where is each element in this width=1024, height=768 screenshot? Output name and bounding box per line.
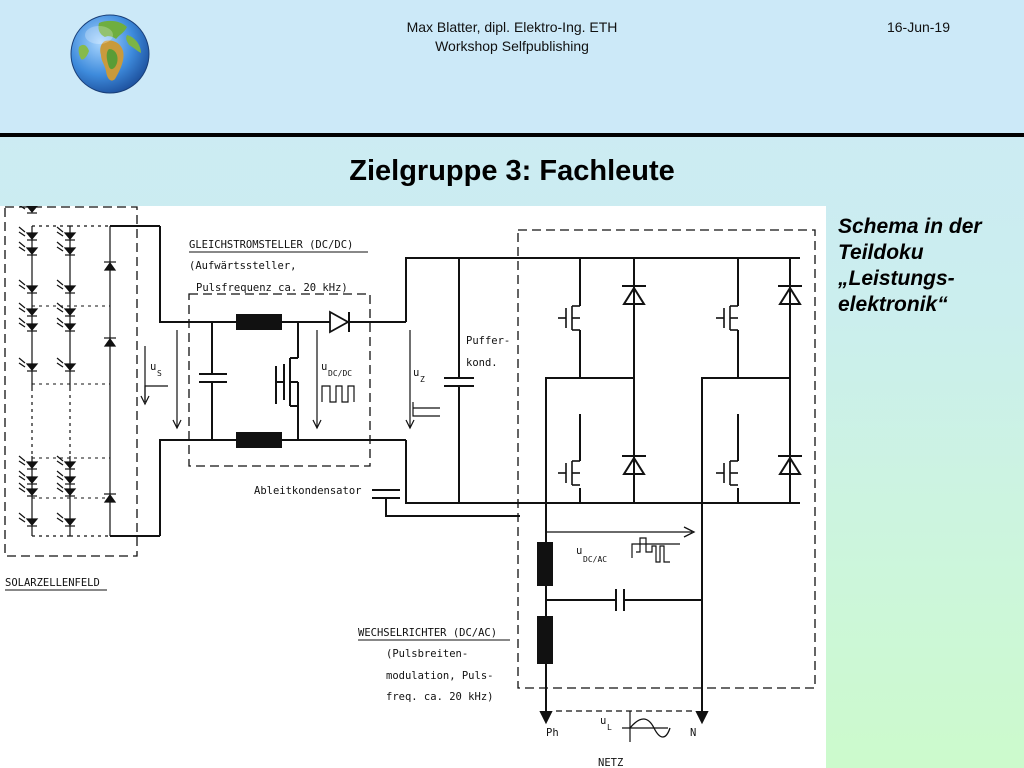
globe-icon (70, 14, 150, 94)
schematic-panel: SOLARZELLENFELD GLEICHSTROMSTELLER (DC/D… (0, 206, 826, 768)
wr-line2-label: (Pulsbreiten- (386, 648, 468, 660)
wr-line4-label: freq. ca. 20 kHz) (386, 691, 493, 703)
u-l-sub: L (607, 723, 612, 732)
puffer-label-2: kond. (466, 357, 498, 369)
mosfet-icon (558, 305, 580, 331)
ableitkondensator-label: Ableitkondensator (254, 485, 361, 497)
output-filter-group (537, 524, 709, 742)
neutral-label: N (690, 727, 696, 739)
u-z-label: u (413, 367, 419, 379)
slide-title: Zielgruppe 3: Fachleute (349, 155, 675, 187)
side-note-line-2: Teildoku (838, 241, 924, 264)
u-dcdc-sub: DC/DC (328, 369, 352, 378)
wr-line3-label: modulation, Puls- (386, 670, 493, 682)
side-note-line-4: elektronik“ (838, 293, 948, 316)
side-note-line-1: Schema in der (838, 215, 982, 238)
u-dcdc-label: u (321, 361, 327, 373)
dc-link-group (405, 257, 800, 504)
wr-title-label: WECHSELRICHTER (DC/AC) (358, 627, 497, 639)
header-divider (0, 133, 1024, 137)
side-note-line-3: „Leistungs- (838, 267, 955, 290)
inverter-bridge-group (517, 229, 816, 711)
u-dcac-label: u (576, 545, 582, 557)
netz-label: NETZ (598, 757, 623, 768)
date-label: 16-Jun-19 (886, 19, 950, 35)
u-s-label: u (150, 361, 156, 373)
phase-label: Ph (546, 727, 559, 739)
solar-cell-icon (19, 206, 38, 214)
puffer-label-1: Puffer- (466, 335, 510, 347)
dcdc-line3-label: Pulsfrequenz ca. 20 kHz) (196, 282, 348, 294)
dcdc-converter-group (159, 226, 406, 536)
ableitkondensator-group (372, 489, 520, 517)
slide-header: Max Blatter, dipl. Elektro-Ing. ETH Work… (0, 0, 1024, 134)
circuit-schematic: SOLARZELLENFELD GLEICHSTROMSTELLER (DC/D… (4, 206, 816, 768)
u-s-sub: S (157, 369, 162, 378)
workshop-line: Workshop Selfpublishing (435, 38, 589, 54)
solar-field-label: SOLARZELLENFELD (5, 577, 100, 589)
u-l-label: u (600, 715, 606, 727)
side-note: Schema in der Teildoku „Leistungs- elekt… (838, 214, 1024, 318)
dcdc-title-label: GLEICHSTROMSTELLER (DC/DC) (189, 239, 353, 251)
u-z-sub: Z (420, 375, 425, 384)
u-dcac-sub: DC/AC (583, 555, 607, 564)
author-line: Max Blatter, dipl. Elektro-Ing. ETH (406, 19, 618, 35)
dcdc-line2-label: (Aufwärtssteller, (189, 260, 296, 272)
solar-field-group (4, 206, 160, 557)
